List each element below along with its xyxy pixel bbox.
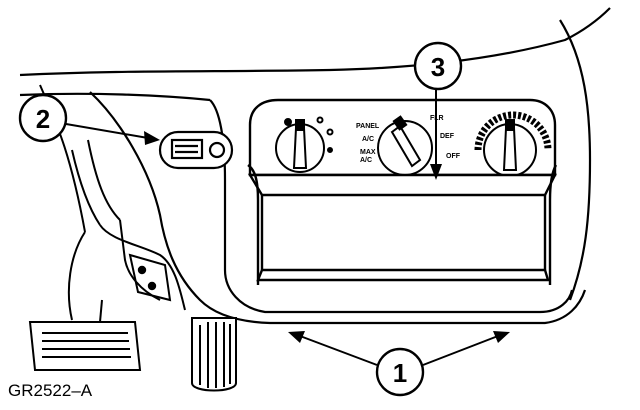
label-ac2: A/C bbox=[360, 157, 372, 164]
label-max: MAX bbox=[360, 149, 376, 156]
callout-1: 1 bbox=[288, 331, 510, 397]
label-off: OFF bbox=[446, 153, 461, 160]
callout-1-number: 1 bbox=[393, 358, 407, 388]
label-def: DEF bbox=[440, 133, 455, 140]
callout-2: 2 bbox=[18, 93, 160, 145]
brake-pedal bbox=[28, 299, 142, 371]
right-knob bbox=[474, 111, 552, 177]
lever-handle bbox=[191, 317, 237, 392]
callout-2-number: 2 bbox=[36, 104, 50, 134]
center-knob bbox=[377, 115, 433, 176]
figure-code: GR2522–A bbox=[8, 381, 93, 400]
callout-3-number: 3 bbox=[431, 52, 445, 82]
storage-bin bbox=[247, 164, 558, 285]
label-panel: PANEL bbox=[356, 123, 380, 130]
blower-switch bbox=[158, 130, 234, 170]
label-ac: A/C bbox=[362, 136, 374, 143]
callout-3: 3 bbox=[413, 41, 463, 180]
left-knob bbox=[275, 116, 334, 173]
